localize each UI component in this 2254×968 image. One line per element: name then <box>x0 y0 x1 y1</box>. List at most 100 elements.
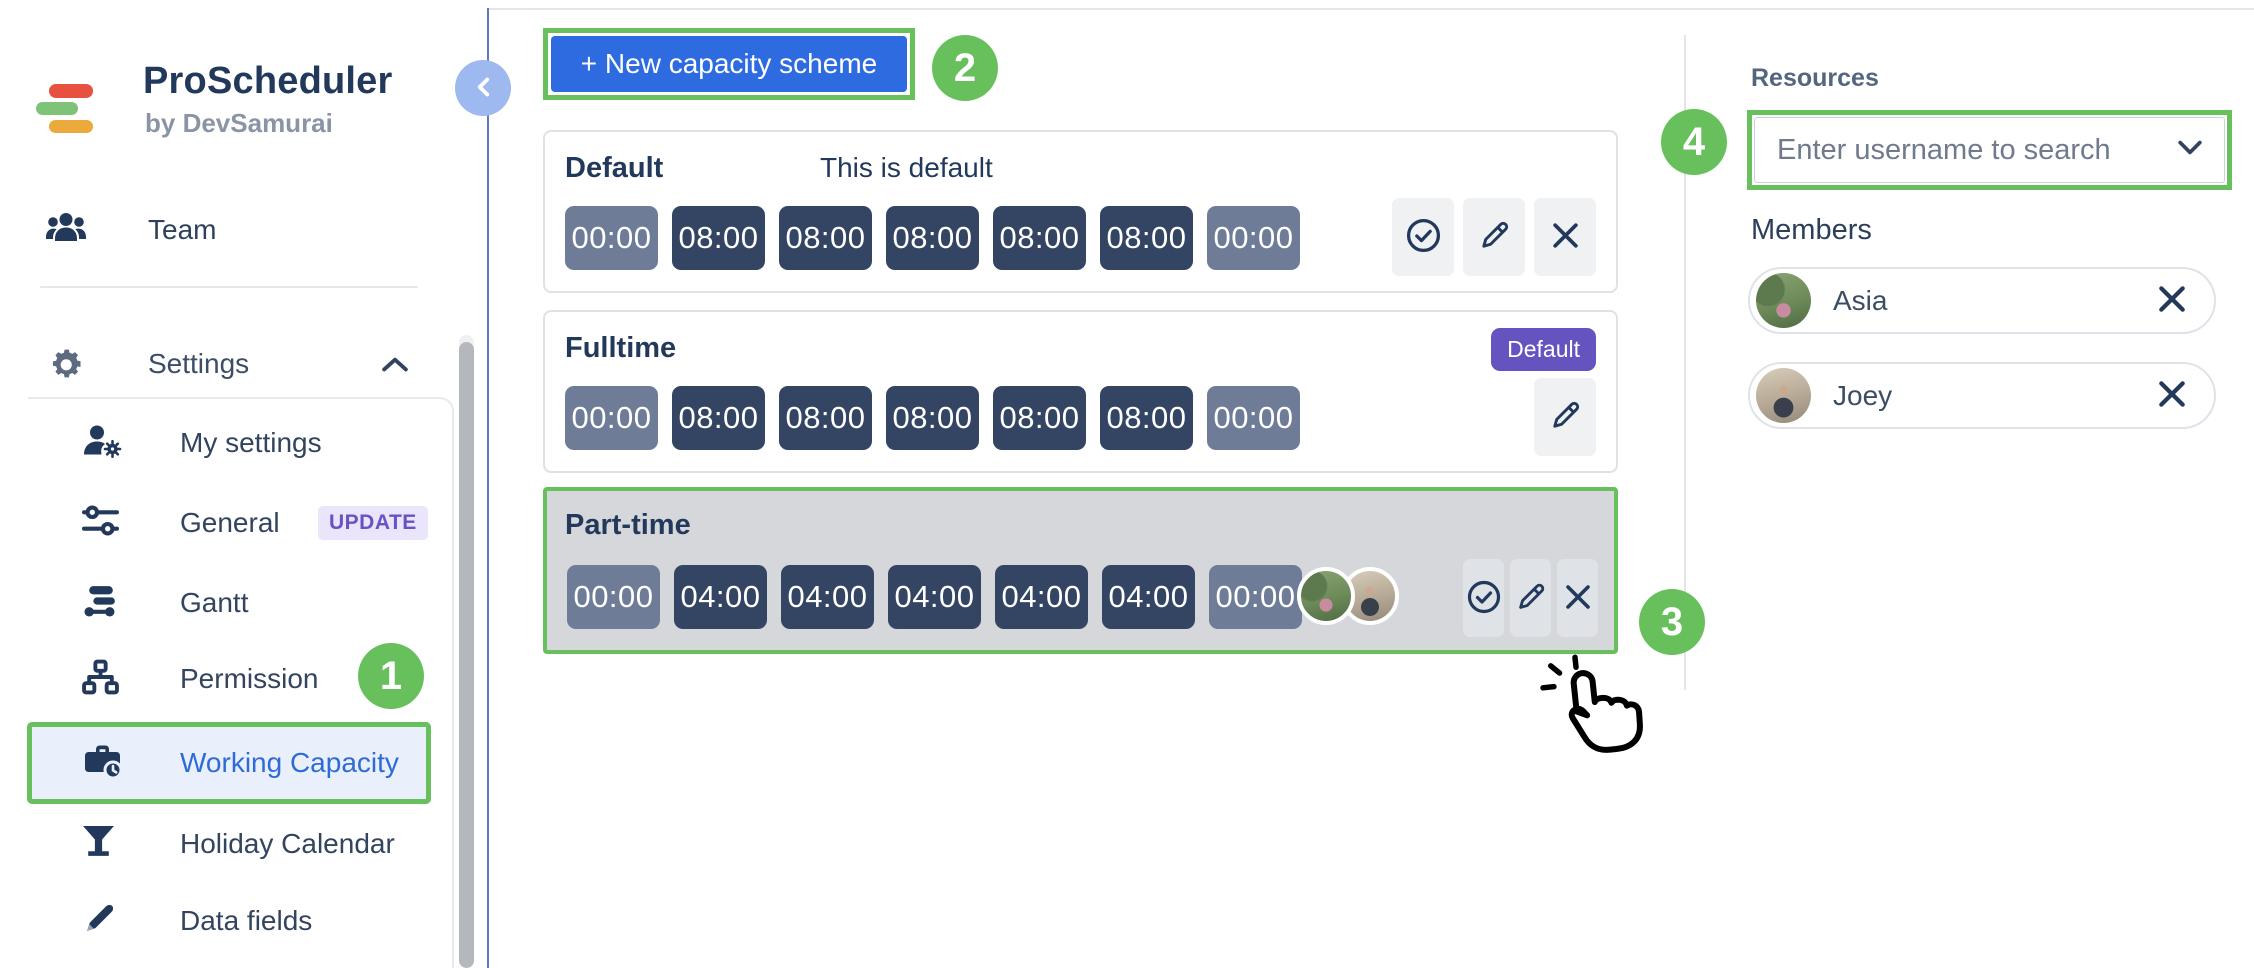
sidebar-item-team[interactable]: Team <box>0 206 455 254</box>
sidebar-item-holiday-calendar[interactable]: Holiday Calendar <box>28 813 432 875</box>
app-subtitle: by DevSamurai <box>145 108 333 138</box>
sidebar-item-general[interactable]: General UPDATE <box>28 492 432 554</box>
hours-chip-wednesday[interactable]: 08:00 <box>886 386 979 450</box>
logo-bar-red <box>49 84 93 98</box>
app-title: ProScheduler <box>143 60 393 102</box>
x-icon <box>2156 378 2188 413</box>
sidebar-collapse-button[interactable] <box>455 60 511 116</box>
hours-chip-monday[interactable]: 08:00 <box>672 386 765 450</box>
annotation-highlight-resources-select: Enter username to search <box>1747 110 2232 190</box>
sidebar-item-label: Settings <box>148 348 250 379</box>
hours-chip-sunday[interactable]: 00:00 <box>565 386 658 450</box>
scheme-actions <box>1463 559 1598 637</box>
hours-chip-tuesday[interactable]: 08:00 <box>779 206 872 270</box>
hours-chip-monday[interactable]: 04:00 <box>674 565 767 629</box>
scheme-note: This is default <box>820 152 993 183</box>
hours-chip-thursday[interactable]: 04:00 <box>995 565 1088 629</box>
annotation-step-4: 4 <box>1661 109 1727 175</box>
sidebar-border <box>487 8 489 968</box>
hours-chip-tuesday[interactable]: 04:00 <box>781 565 874 629</box>
hours-chip-monday[interactable]: 08:00 <box>672 206 765 270</box>
sidebar-item-label: Working Capacity <box>180 747 399 778</box>
avatar-asia <box>1756 273 1811 328</box>
sitemap-icon <box>82 659 119 700</box>
resources-label: Resources <box>1751 64 1879 92</box>
cocktail-funnel-icon <box>82 824 115 864</box>
delete-scheme-button[interactable] <box>1534 198 1596 276</box>
settings-submenu-panel <box>28 397 454 968</box>
remove-member-button[interactable] <box>2156 378 2188 413</box>
scheme-name: Fulltime <box>565 332 677 364</box>
gear-icon <box>47 346 84 388</box>
x-icon <box>2156 283 2188 318</box>
scheme-card-fulltime: Fulltime Default 00:00 08:00 08:00 08:00… <box>543 310 1618 473</box>
hours-chip-sunday[interactable]: 00:00 <box>565 206 658 270</box>
sidebar-item-gantt[interactable]: Gantt <box>28 572 432 634</box>
scheme-actions <box>1534 378 1596 456</box>
set-default-button[interactable] <box>1463 559 1504 637</box>
hours-chip-sunday[interactable]: 00:00 <box>567 565 660 629</box>
pencil-icon <box>1477 218 1512 256</box>
hours-chip-wednesday[interactable]: 08:00 <box>886 206 979 270</box>
resources-search-select[interactable]: Enter username to search <box>1754 117 2225 183</box>
delete-scheme-button[interactable] <box>1557 559 1598 637</box>
sliders-icon <box>82 505 119 541</box>
check-circle-icon <box>1405 217 1442 257</box>
hours-chip-friday[interactable]: 08:00 <box>1100 206 1193 270</box>
new-capacity-scheme-button[interactable]: + New capacity scheme <box>551 36 907 92</box>
logo-bar-green <box>36 102 78 115</box>
member-name: Asia <box>1833 284 1888 316</box>
member-name: Joey <box>1833 379 1893 411</box>
sidebar-item-label: General <box>180 507 280 538</box>
gantt-bars-icon <box>82 584 119 622</box>
sidebar-item-working-capacity[interactable]: Working Capacity <box>27 722 431 804</box>
briefcase-clock-icon <box>82 743 123 784</box>
hours-chip-saturday[interactable]: 00:00 <box>1207 206 1300 270</box>
annotation-highlight-new-scheme: + New capacity scheme <box>543 28 915 100</box>
sidebar-item-label: Gantt <box>180 587 249 618</box>
hours-chip-saturday[interactable]: 00:00 <box>1209 565 1302 629</box>
hours-chip-thursday[interactable]: 08:00 <box>993 386 1086 450</box>
hours-chip-friday[interactable]: 08:00 <box>1100 386 1193 450</box>
sidebar: ProScheduler by DevSamurai Team <box>0 0 487 968</box>
members-label: Members <box>1751 214 1872 246</box>
chevron-down-icon <box>2178 140 2202 160</box>
sidebar-item-label: Team <box>148 214 217 245</box>
hours-chip-friday[interactable]: 04:00 <box>1102 565 1195 629</box>
edit-scheme-button[interactable] <box>1463 198 1525 276</box>
check-circle-icon <box>1466 579 1502 618</box>
set-default-button[interactable] <box>1392 198 1454 276</box>
sidebar-item-label: Holiday Calendar <box>180 828 395 859</box>
sidebar-scrollbar-thumb[interactable] <box>459 342 474 968</box>
chevron-up-icon[interactable] <box>382 356 408 377</box>
scheme-card-part-time[interactable]: Part-time 00:00 04:00 04:00 04:00 04:00 … <box>543 487 1618 654</box>
hours-chip-wednesday[interactable]: 04:00 <box>888 565 981 629</box>
edit-scheme-button[interactable] <box>1534 378 1596 456</box>
update-badge: UPDATE <box>318 506 428 540</box>
hours-chip-tuesday[interactable]: 08:00 <box>779 386 872 450</box>
weekly-hours-row: 00:00 08:00 08:00 08:00 08:00 08:00 00:0… <box>565 386 1300 450</box>
logo-bar-orange <box>49 120 93 133</box>
avatar-joey <box>1341 567 1399 625</box>
remove-member-button[interactable] <box>2156 283 2188 318</box>
hours-chip-saturday[interactable]: 00:00 <box>1207 386 1300 450</box>
hand-tap-icon <box>1522 642 1657 767</box>
hours-chip-thursday[interactable]: 08:00 <box>993 206 1086 270</box>
x-icon <box>1563 582 1593 615</box>
sidebar-item-label: Permission <box>180 663 319 694</box>
user-gear-icon <box>82 424 122 463</box>
edit-scheme-button[interactable] <box>1510 559 1551 637</box>
pencil-icon <box>1514 580 1548 617</box>
sidebar-item-my-settings[interactable]: My settings <box>28 412 432 474</box>
sidebar-divider <box>40 286 418 288</box>
annotation-step-3: 3 <box>1639 589 1705 655</box>
sidebar-item-settings[interactable]: Settings <box>0 340 455 388</box>
sidebar-item-permission[interactable]: Permission <box>28 648 432 710</box>
avatar-joey <box>1756 368 1811 423</box>
avatar-asia <box>1297 567 1355 625</box>
sidebar-item-label: My settings <box>180 427 322 458</box>
x-icon <box>1550 220 1581 254</box>
users-icon <box>46 211 86 250</box>
sidebar-item-data-fields[interactable]: Data fields <box>28 890 432 952</box>
